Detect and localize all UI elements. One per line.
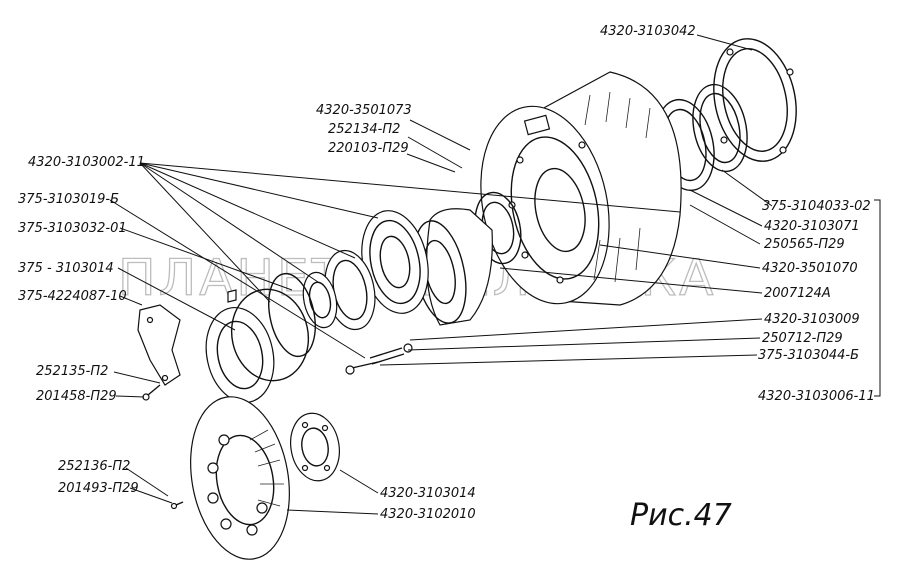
label-375-3104033-02: 375-3104033-02 [762,199,871,214]
label-4320-3103014: 4320-3103014 [380,486,476,501]
bracket-plate [137,304,181,401]
label-4320-3103009: 4320-3103009 [764,312,860,327]
label-252136-p2: 252136-П2 [58,459,130,474]
axle-bolts [227,289,413,375]
label-250565-p29: 250565-П29 [764,237,845,252]
snap-ring [268,272,316,358]
label-4320-3103071: 4320-3103071 [764,219,860,234]
small-flange [290,412,340,482]
label-4320-3501073: 4320-3501073 [316,103,412,118]
label-201493-p29: 201493-П29 [58,481,139,496]
label-4320-3103006-11: 4320-3103006-11 [758,389,875,404]
label-201458-p29: 201458-П29 [36,389,117,404]
wheel-hub [413,208,493,326]
brake-drum [480,71,682,306]
cover-plate [205,288,310,404]
label-4320-3102010: 4320-3102010 [380,507,476,522]
label-252134-p2: 252134-П2 [328,122,400,137]
label-4320-3501070: 4320-3501070 [762,261,858,276]
gear-ring-assembly [302,210,429,331]
label-252135-p2: 252135-П2 [36,364,108,379]
outer-gasket-ring [713,38,797,162]
label-375-3103014: 375 - 3103014 [18,261,114,276]
label-4320-3103042: 4320-3103042 [600,24,696,39]
label-2007124a: 2007124А [764,286,831,301]
label-220103-p29: 220103-П29 [328,141,409,156]
label-375-3103019-b: 375-3103019-Б [18,192,119,207]
figure-caption: Рис.47 [630,498,732,533]
brake-disc [170,396,290,560]
leader-lines [109,34,881,515]
label-250712-p29: 250712-П29 [762,331,843,346]
label-4320-3103002-11: 4320-3103002-11 [28,155,145,170]
label-375-3103044-b: 375-3103044-Б [758,348,859,363]
label-375-4224087-10: 375-4224087-10 [18,289,127,304]
label-375-3103032-01: 375-3103032-01 [18,221,127,236]
